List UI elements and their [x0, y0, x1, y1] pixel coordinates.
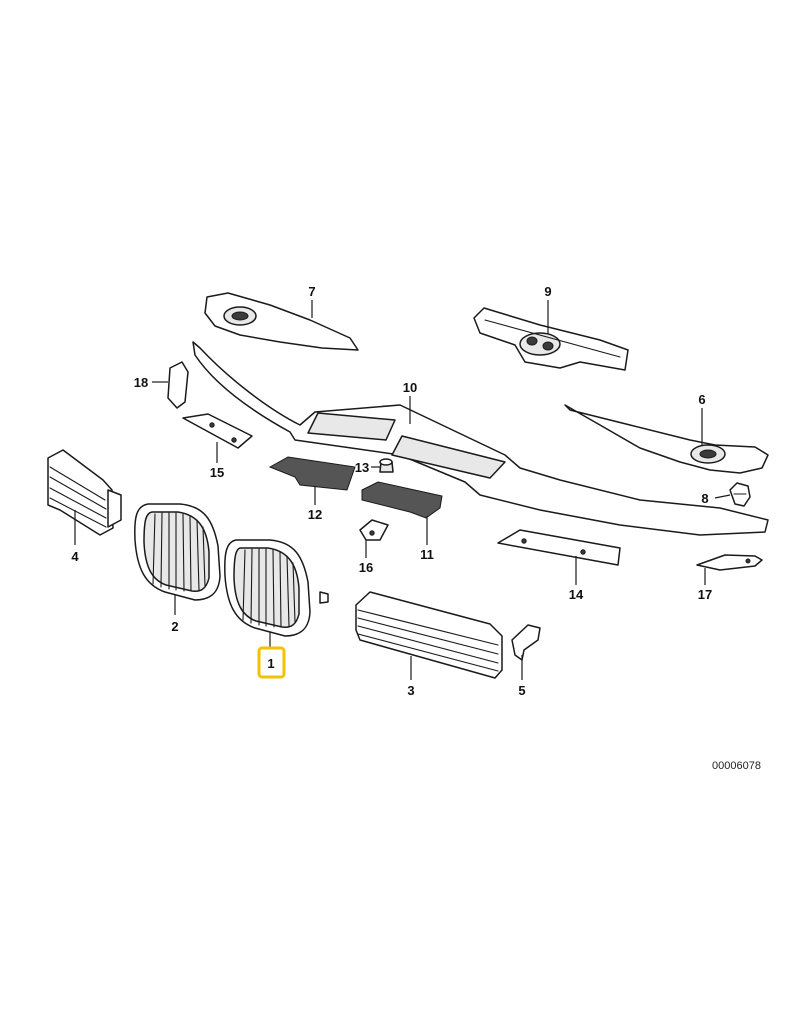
- catalog-number: 00006078: [712, 760, 761, 772]
- callout-4[interactable]: 4: [71, 549, 79, 564]
- callout-17[interactable]: 17: [698, 587, 712, 602]
- part-7-upper-left-panel: [204, 292, 359, 351]
- callout-16[interactable]: 16: [359, 560, 373, 575]
- callout-8[interactable]: 8: [701, 491, 708, 506]
- part-10-front-panel: [192, 341, 769, 536]
- leader-lines: [74, 300, 731, 680]
- callout-2[interactable]: 2: [171, 619, 178, 634]
- callout-14[interactable]: 14: [569, 587, 584, 602]
- part-4-side-grille: [47, 449, 122, 536]
- callout-12[interactable]: 12: [308, 507, 322, 522]
- callout-labels: 1 2 3 4 5 6 7 8 9 10 11 12 13 14 15 16 1…: [71, 284, 712, 698]
- callout-10[interactable]: 10: [403, 380, 417, 395]
- part-1-kidney-grille: [224, 539, 329, 637]
- callout-13[interactable]: 13: [355, 460, 369, 475]
- callout-15[interactable]: 15: [210, 465, 224, 480]
- part-2-kidney-grille: [134, 503, 221, 601]
- part-11-mesh-pad: [361, 481, 443, 519]
- part-3-lower-grille: [355, 591, 503, 679]
- part-15-pad: [182, 413, 253, 449]
- callout-1[interactable]: 1: [267, 656, 274, 671]
- callout-11[interactable]: 11: [420, 547, 434, 562]
- part-5-bracket: [511, 624, 541, 661]
- part-8-clip: [729, 482, 751, 507]
- part-12-mesh-pad: [268, 456, 356, 491]
- callout-6[interactable]: 6: [698, 392, 705, 407]
- part-14-pad: [497, 529, 621, 566]
- part-6-upper-right-panel: [564, 404, 769, 474]
- callout-9[interactable]: 9: [544, 284, 551, 299]
- callout-7[interactable]: 7: [308, 284, 315, 299]
- part-13-clip: [379, 458, 394, 473]
- callout-5[interactable]: 5: [518, 683, 525, 698]
- part-18-tab: [167, 361, 189, 409]
- callout-1-highlight: [257, 646, 286, 679]
- part-9-center-bracket: [473, 307, 629, 371]
- callout-3[interactable]: 3: [407, 683, 414, 698]
- part-17-leaf: [696, 554, 763, 571]
- part-16-clip: [359, 519, 389, 541]
- callout-18[interactable]: 18: [134, 375, 148, 390]
- leader-8: [714, 494, 731, 499]
